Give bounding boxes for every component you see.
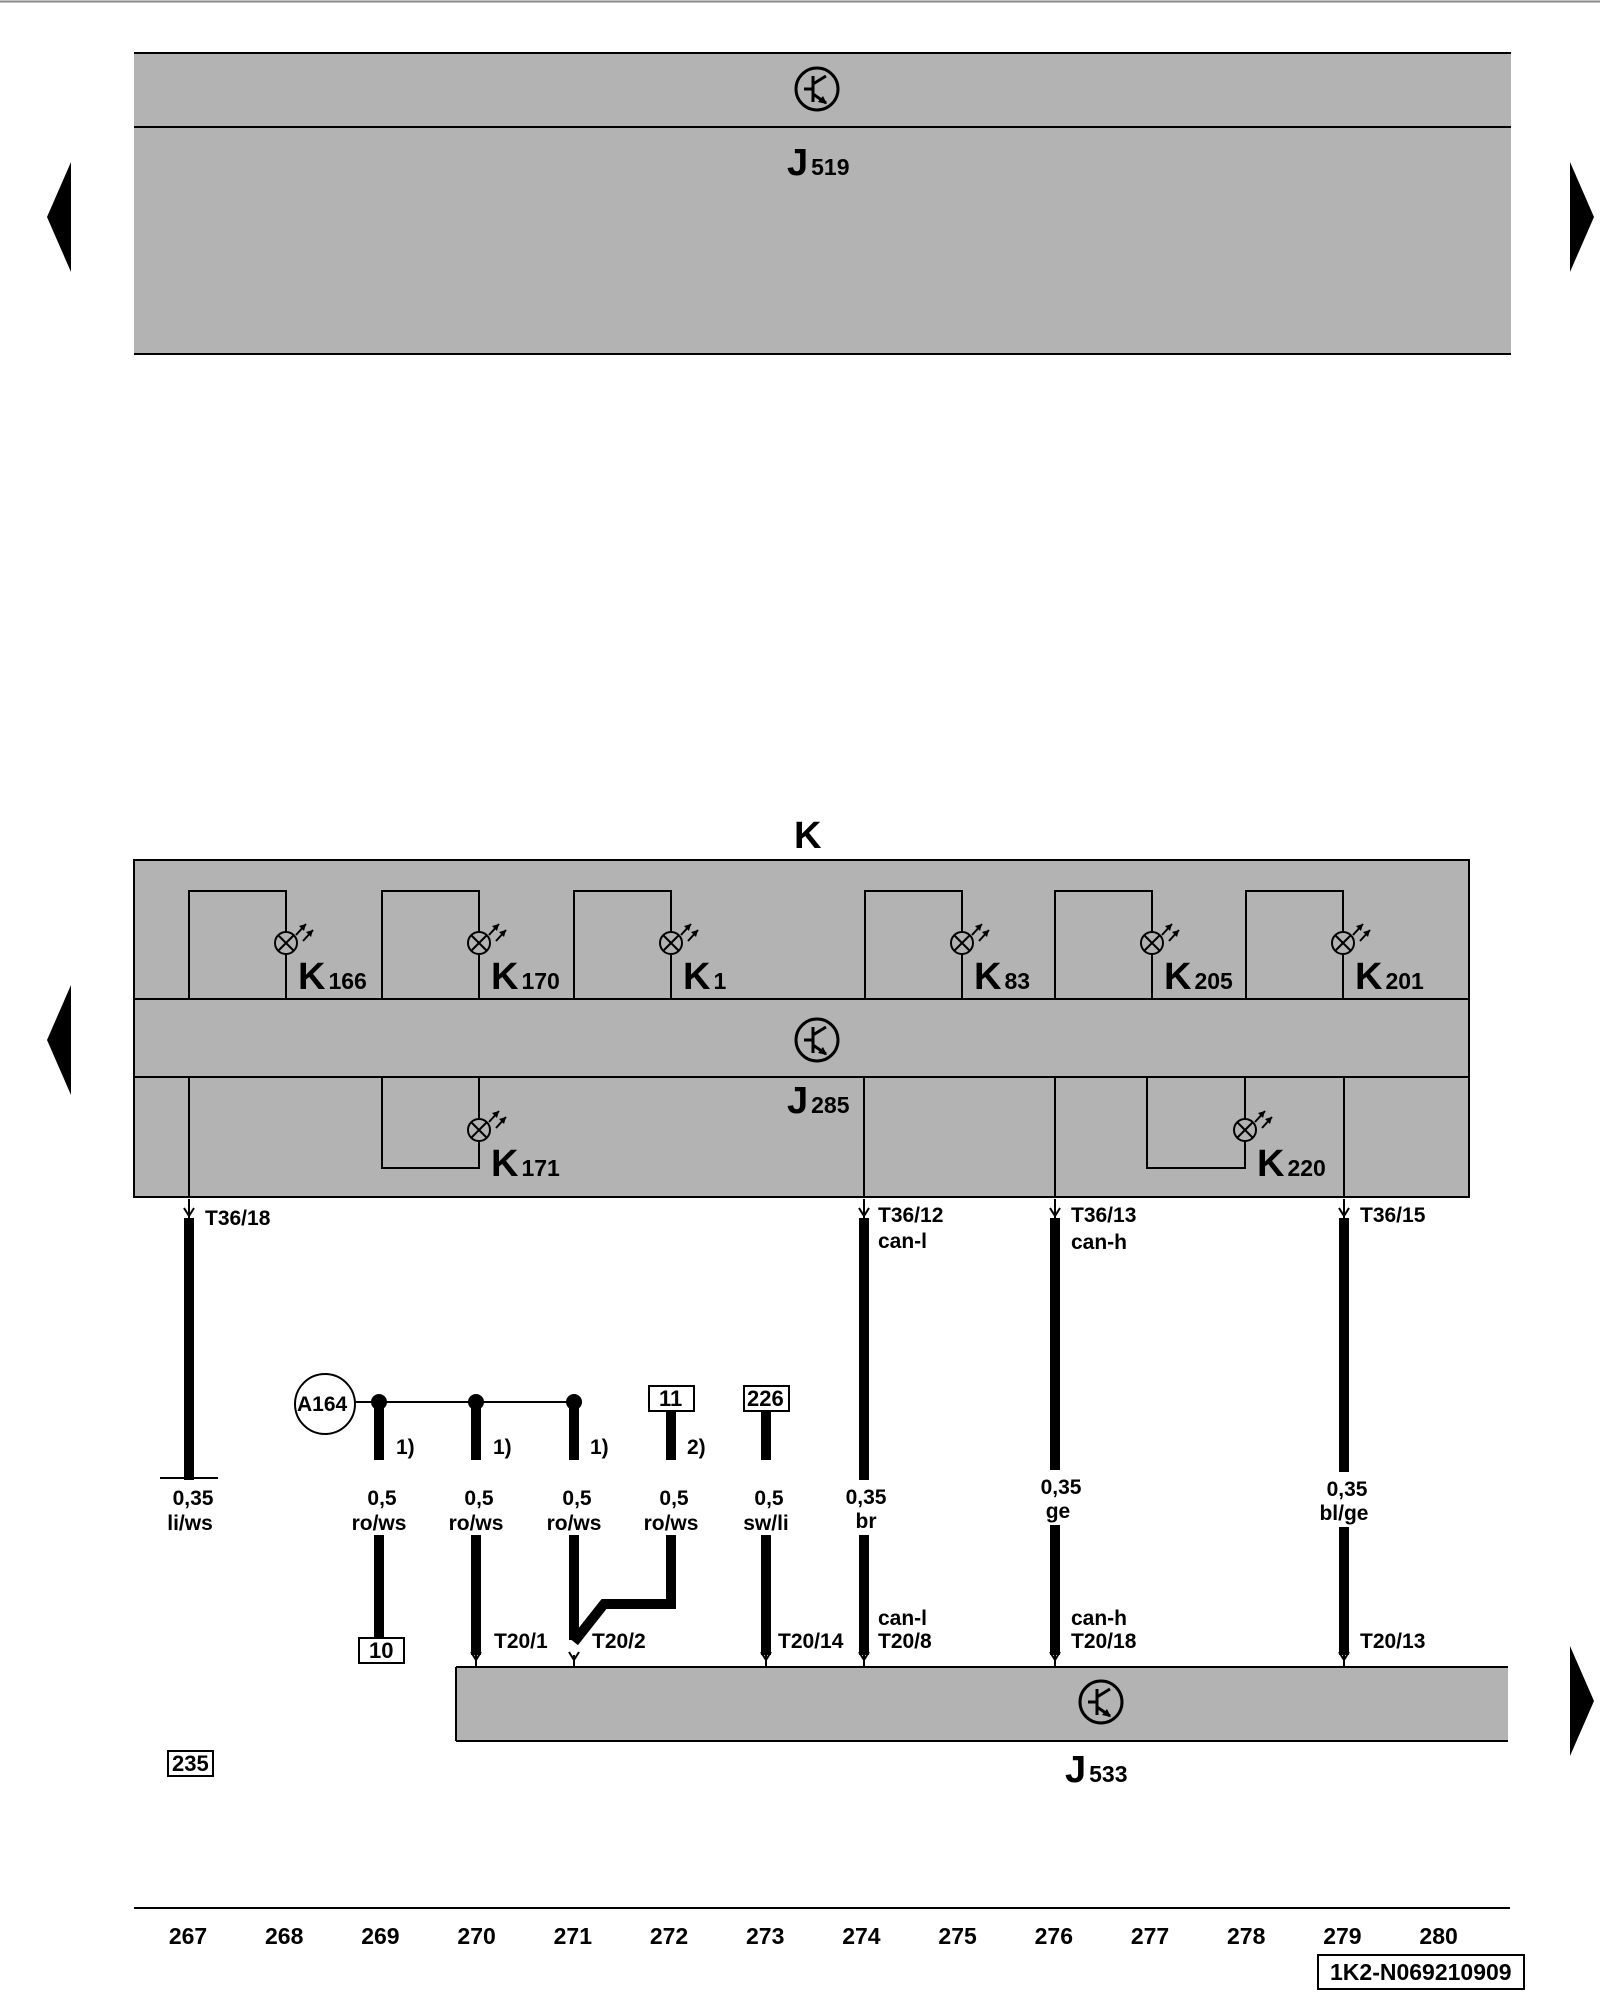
pin-label: T36/15 [1360,1204,1426,1227]
wire-size: 0,5 [367,1487,397,1510]
column-number: 271 [554,1923,593,1949]
junction-a164: A164 [294,1373,582,1435]
column-number: 274 [842,1923,881,1949]
column-number: 267 [169,1923,207,1949]
svg-text:235: 235 [172,1751,209,1776]
wire-size: 0,35 [1041,1476,1082,1499]
wire-sw-li-273 [760,1410,772,1667]
column-number: 279 [1323,1923,1361,1949]
wire-color: ro/ws [547,1512,602,1535]
column-number: 273 [746,1923,784,1949]
column-number: 268 [265,1923,304,1949]
wire-size: 0,5 [659,1487,689,1510]
signal-label: can-h [1071,1231,1127,1254]
wire-t36-18 [160,1199,218,1480]
ref-box-226[interactable]: 226 [743,1385,790,1412]
signal-label: can-h [1071,1607,1127,1630]
nav-right-arrow-bottom[interactable] [1570,1646,1594,1756]
pin-label: T20/13 [1360,1630,1425,1653]
wire-color: ro/ws [449,1512,504,1535]
wire-size: 0,35 [1327,1478,1368,1501]
wire-size: 0,5 [464,1487,494,1510]
svg-text:A164: A164 [297,1393,348,1416]
wire-size: 0,35 [173,1487,214,1510]
wire-can-l [858,1199,870,1667]
column-number: 276 [1035,1923,1073,1949]
column-number: 275 [938,1923,977,1949]
pin-label: T36/12 [878,1204,943,1227]
footnote-marker: 1) [396,1436,415,1459]
cluster-title: K [794,815,822,857]
pin-label: T36/18 [205,1207,271,1230]
wire-ro-ws-270 [470,1404,482,1667]
pin-label: T36/13 [1071,1204,1136,1227]
column-number: 280 [1419,1923,1457,1949]
column-number: 269 [361,1923,399,1949]
wire-color: ro/ws [644,1512,699,1535]
wire-color: sw/li [743,1512,789,1535]
document-id-box: 1K2-N069210909 [1317,1954,1525,1990]
svg-text:226: 226 [747,1386,784,1411]
wire-bl-ge [1338,1199,1350,1667]
wire-color: bl/ge [1319,1502,1368,1525]
wire-color: li/ws [167,1512,213,1535]
ref-box-11[interactable]: 11 [648,1385,695,1412]
svg-text:11: 11 [659,1386,682,1411]
signal-label: can-l [878,1230,927,1253]
svg-text:1K2-N069210909: 1K2-N069210909 [1330,1959,1512,1985]
wire-ro-ws-272 [570,1410,676,1646]
pin-label: T20/14 [778,1630,844,1653]
wire-color: br [856,1510,877,1533]
column-number: 277 [1131,1923,1169,1949]
wire-size: 0,5 [754,1487,784,1510]
signal-label: can-l [878,1607,927,1630]
pin-label: T20/18 [1071,1630,1137,1653]
footnote-marker: 2) [687,1436,706,1459]
nav-left-arrow-middle[interactable] [47,985,71,1095]
column-number: 278 [1227,1923,1266,1949]
ref-box-235[interactable]: 235 [167,1750,214,1777]
wire-color: ro/ws [352,1512,407,1535]
svg-text:10: 10 [369,1638,393,1663]
wire-can-h [1049,1199,1061,1667]
footnote-marker: 1) [590,1436,609,1459]
column-number: 270 [457,1923,495,1949]
nav-right-arrow-top[interactable] [1570,162,1594,272]
ref-box-10[interactable]: 10 [358,1637,405,1664]
svg-text:K83: K83 [974,956,1030,998]
column-numbers: 267 268 269 270 271 272 273 274 275 276 277 278 279 2… [169,1923,1458,1949]
wire-size: 0,35 [846,1486,887,1509]
wire-color: ge [1046,1500,1071,1523]
svg-text:K1: K1 [683,956,726,998]
wire-size: 0,5 [562,1487,592,1510]
pin-label: T20/2 [592,1630,646,1653]
wire-ro-ws-271 [568,1404,580,1667]
footnote-marker: 1) [493,1436,512,1459]
nav-left-arrow-top[interactable] [47,162,71,272]
pin-label: T20/8 [878,1630,932,1653]
column-number: 272 [650,1923,688,1949]
pin-label: T20/1 [494,1630,548,1653]
